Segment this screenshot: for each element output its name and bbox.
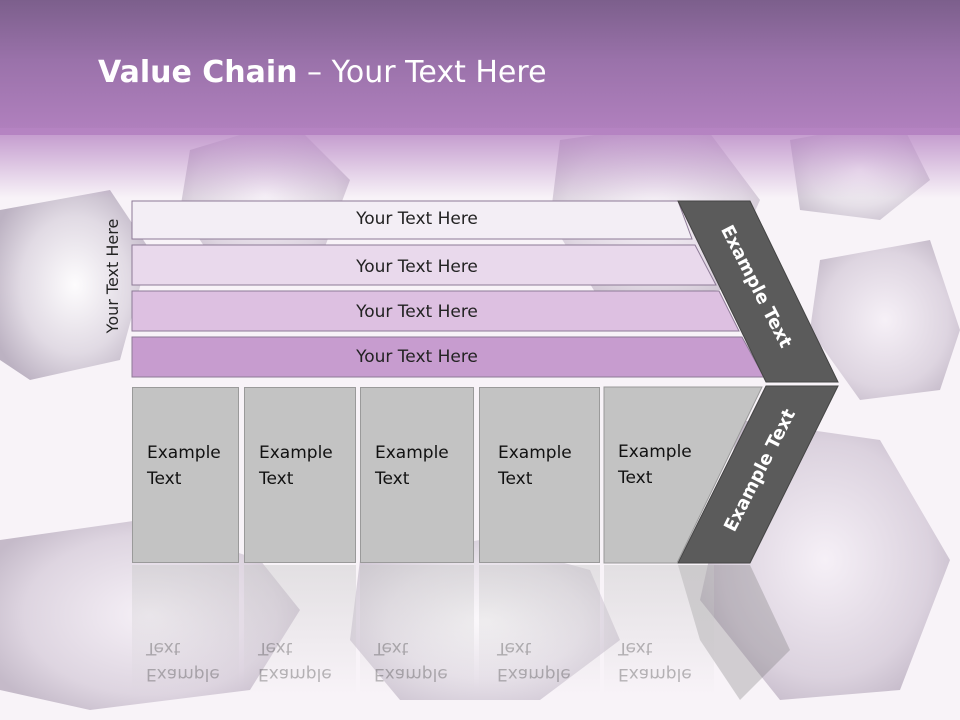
box-4-line2: Text (498, 469, 533, 489)
bar-3-label: Your Text Here (356, 302, 478, 322)
side-label[interactable]: Your Text Here (103, 218, 122, 334)
title-bold: Value Chain (98, 55, 298, 90)
title-rest: – Your Text Here (297, 55, 547, 90)
box-4-line1: Example (498, 443, 572, 463)
box-2-line1: Example (259, 443, 333, 463)
bar-1-label: Your Text Here (356, 209, 478, 229)
slide-title[interactable]: Value Chain – Your Text Here (98, 55, 547, 95)
box-3-line1: Example (375, 443, 449, 463)
box-3-line2: Text (375, 469, 410, 489)
banner-fade (0, 128, 960, 198)
box-5-line1: Example (618, 442, 692, 462)
bar-2-label: Your Text Here (356, 257, 478, 277)
box-5-line2: Text (618, 468, 653, 488)
box-1-line2: Text (147, 469, 182, 489)
bar-4-label: Your Text Here (356, 347, 478, 367)
title-banner (0, 0, 960, 135)
box-2-line2: Text (259, 469, 294, 489)
box-1-line1: Example (147, 443, 221, 463)
